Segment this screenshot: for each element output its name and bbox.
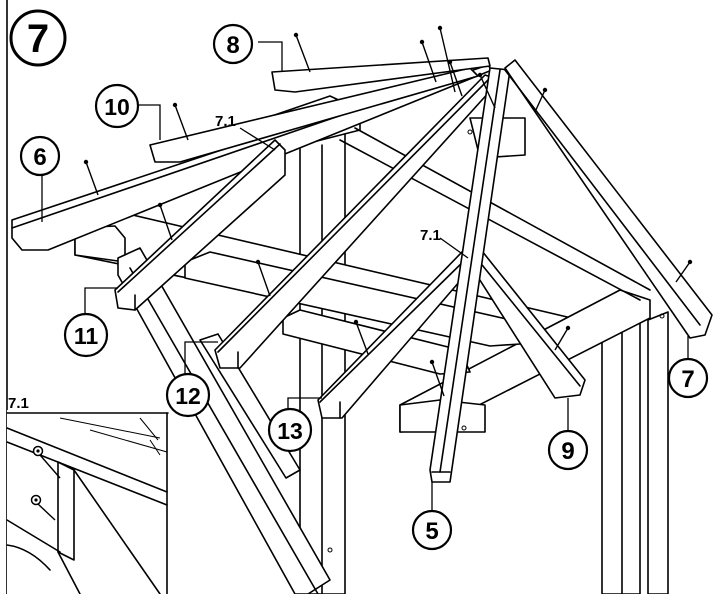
svg-text:12: 12 <box>175 383 201 409</box>
svg-text:8: 8 <box>226 32 239 59</box>
svg-text:11: 11 <box>74 323 99 349</box>
svg-text:9: 9 <box>561 438 574 465</box>
svg-text:10: 10 <box>104 94 130 120</box>
hip-rafter-13 <box>317 251 479 419</box>
screw-10 <box>172 102 189 141</box>
hip-rafter-11 <box>114 139 286 311</box>
screw-top-3 <box>293 32 311 73</box>
screw-11 <box>157 202 173 241</box>
callout-7: 7 <box>667 357 709 399</box>
detail-ref-label-lower: 7.1 <box>420 227 441 244</box>
inset-title: 7.1 <box>8 395 29 412</box>
callout-8: 8 <box>212 23 254 65</box>
screws <box>83 25 693 397</box>
screw-5a <box>429 359 445 397</box>
callout-6: 6 <box>19 135 61 177</box>
callout-12: 12 <box>165 372 211 418</box>
inset-detail-7-1: 7.1 <box>6 395 169 595</box>
screw-top-5 <box>477 72 496 109</box>
screw-13a <box>353 319 369 355</box>
screw-top-2 <box>419 39 437 83</box>
svg-text:5: 5 <box>425 518 438 545</box>
hip-rafter-5 <box>429 67 511 483</box>
step-number: 7 <box>27 17 49 61</box>
screw-6 <box>83 159 99 196</box>
leader-lines <box>41 41 689 512</box>
step-number-badge: 7 <box>9 9 67 67</box>
screw-top-1 <box>437 25 456 93</box>
screw-7 <box>675 259 693 283</box>
screw-top-6 <box>534 87 548 113</box>
screw-12a <box>255 259 271 297</box>
hip-rafter-12 <box>214 74 501 369</box>
rafter-8 <box>271 57 491 93</box>
callout-11: 11 <box>63 312 109 358</box>
hip-rafter-7 <box>504 59 713 339</box>
callout-9: 9 <box>547 429 589 471</box>
detail-ref-label-upper: 7.1 <box>215 113 236 130</box>
svg-text:6: 6 <box>33 144 46 171</box>
screw-9 <box>554 325 571 351</box>
callout-13: 13 <box>267 407 313 453</box>
svg-text:13: 13 <box>277 418 303 444</box>
rafter-10 <box>149 67 479 163</box>
callout-10: 10 <box>94 83 140 129</box>
screw-top-4 <box>447 59 463 97</box>
bolt-holes <box>327 129 665 553</box>
callout-5: 5 <box>411 509 453 551</box>
svg-text:7: 7 <box>681 366 694 393</box>
